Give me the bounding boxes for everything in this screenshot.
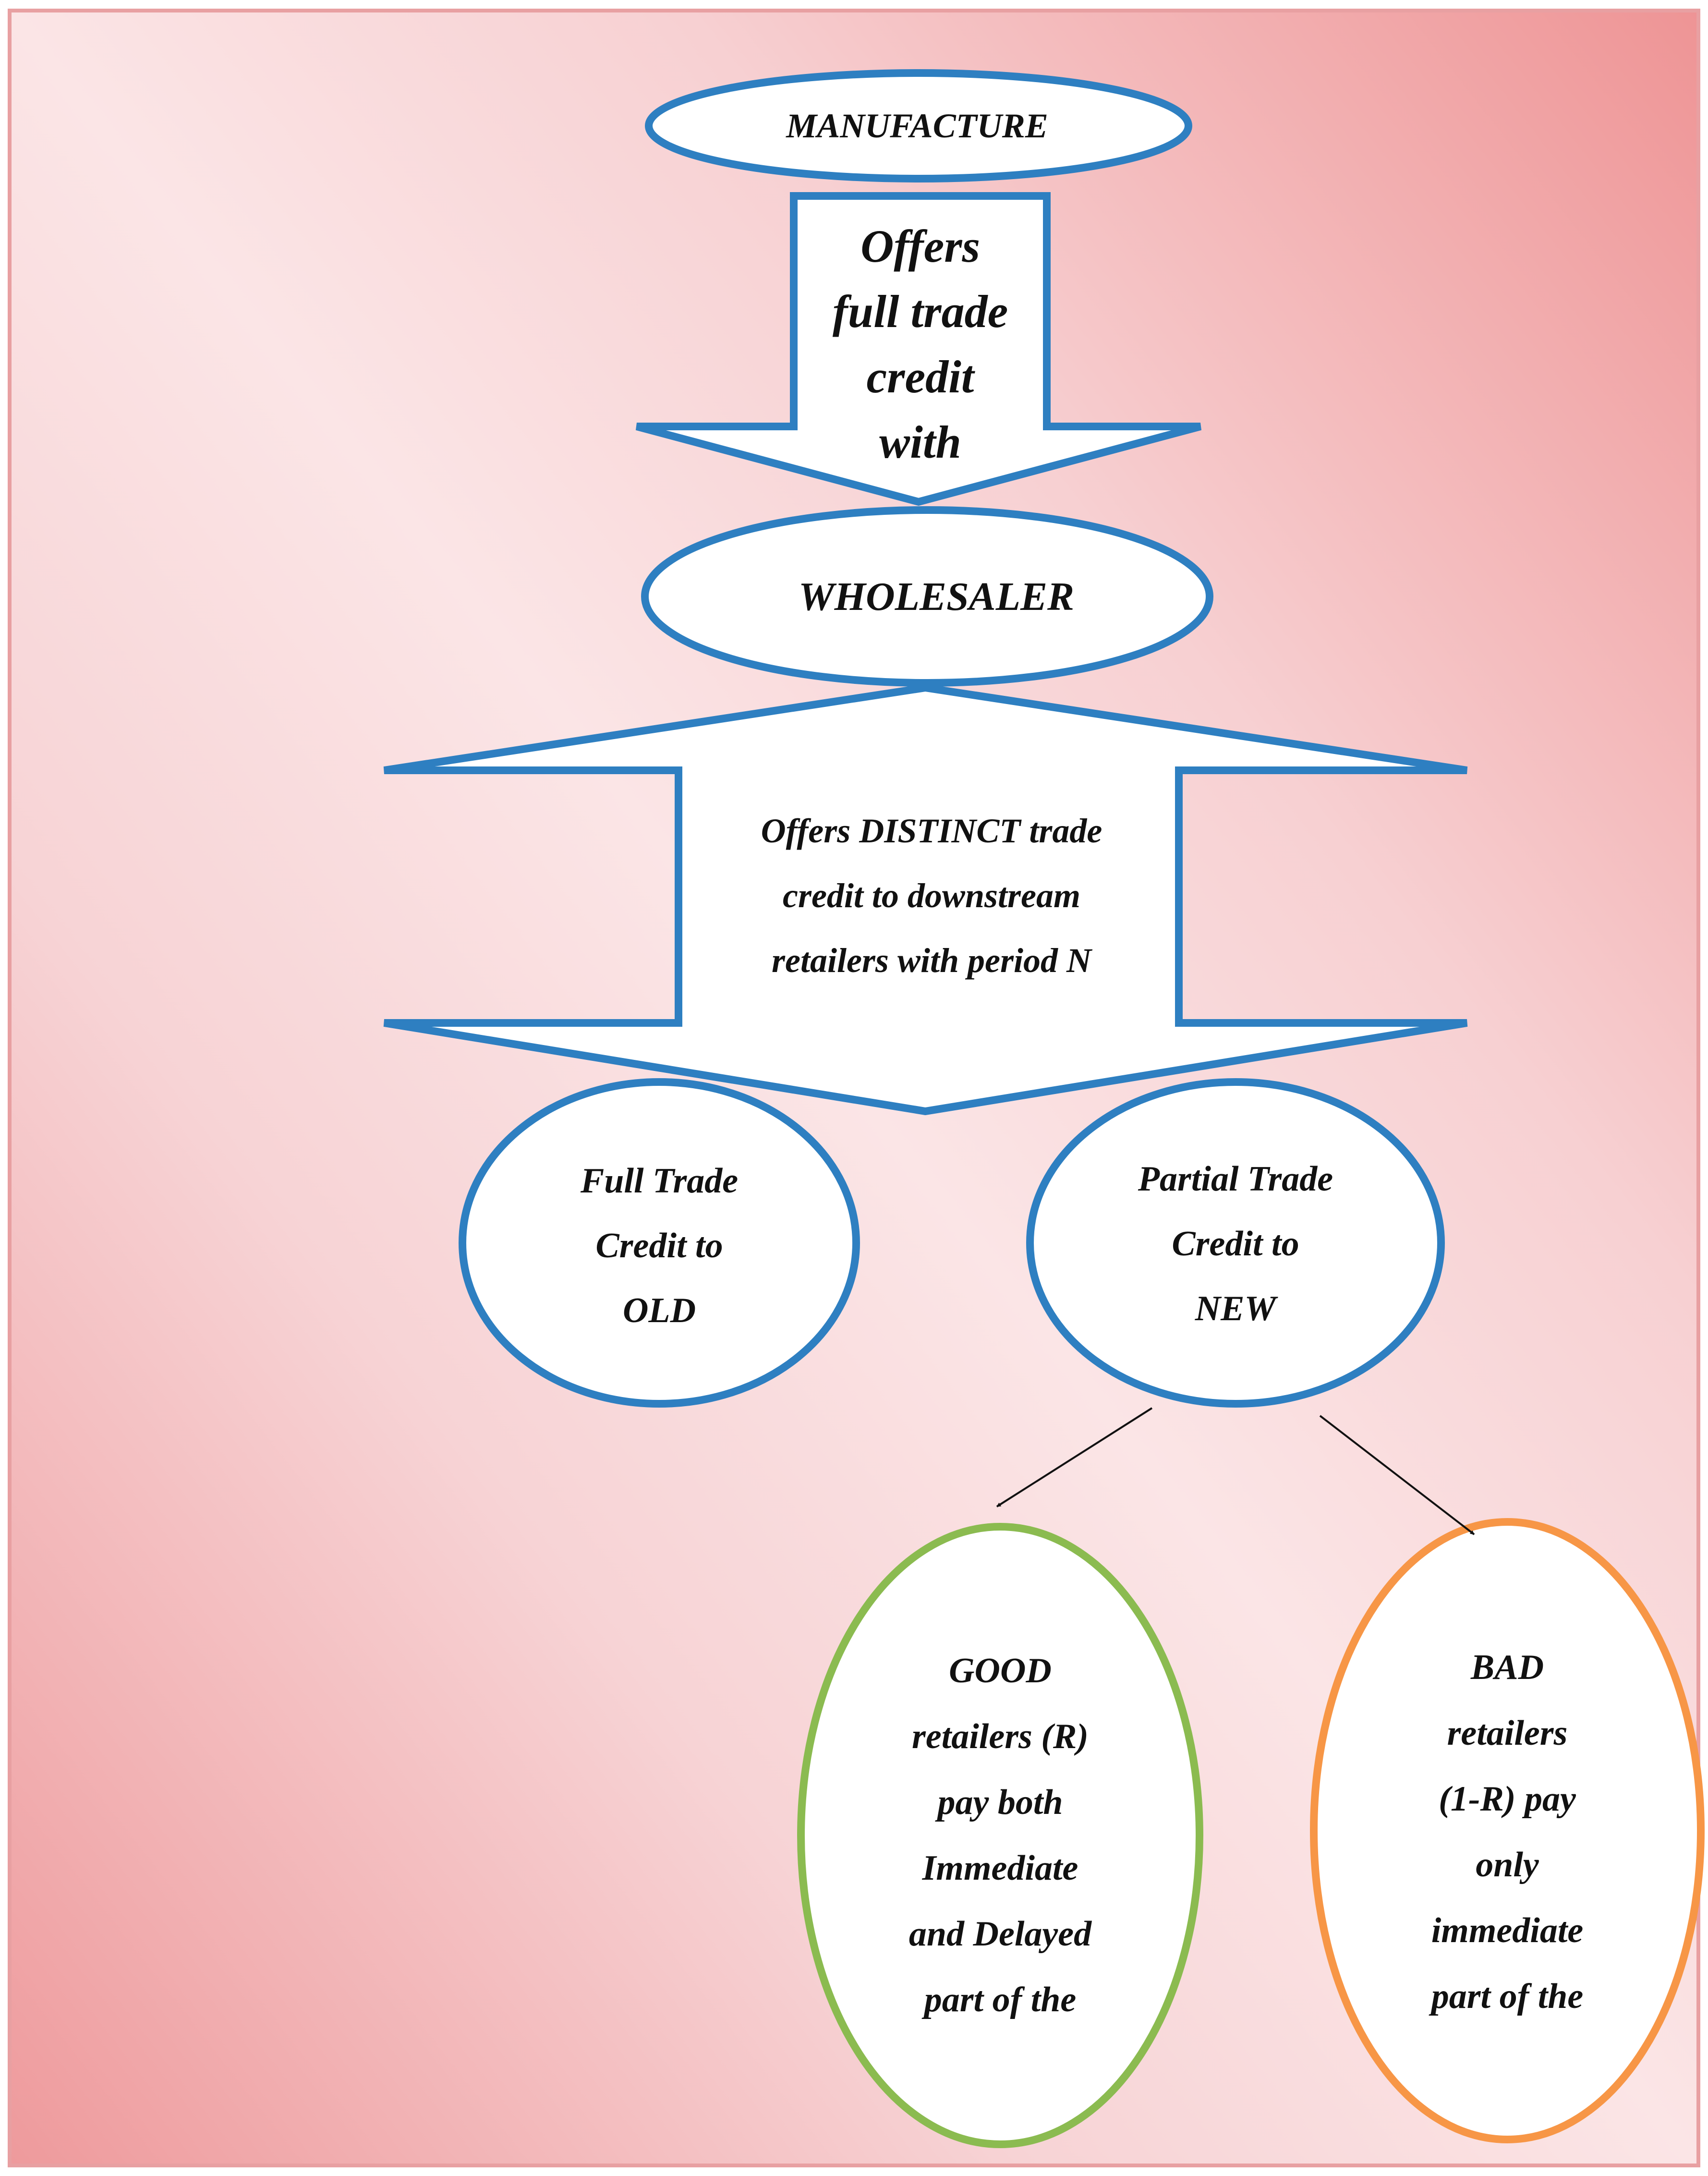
manufacture-label: MANUFACTURE [653, 97, 1181, 155]
offers-distinct-line-2: credit to downstream [782, 876, 1080, 915]
full-old-node-shape [459, 1078, 860, 1408]
bad-retailers-node-shape [1310, 1518, 1705, 2143]
manufacture-node-shape [645, 69, 1192, 182]
full-old-line-2: Credit to [595, 1226, 723, 1265]
distinct-arrow-shape [383, 683, 1468, 1116]
bad-line-2: retailers [1447, 1714, 1568, 1753]
offers-full-line-1: Offers [860, 220, 980, 272]
offers-full-line-3: credit [866, 351, 974, 402]
offers-full-label: Offers full trade credit with [798, 214, 1043, 459]
wholesaler-label: WHOLESALER [672, 565, 1200, 628]
partial-new-node-shape [1026, 1078, 1445, 1408]
bad-line-3: (1-R) pay [1439, 1779, 1576, 1819]
connector-to-bad [1319, 1415, 1475, 1535]
bad-line-5: immediate [1431, 1911, 1584, 1950]
offers-distinct-label: Offers DISTINCT trade credit to downstre… [691, 800, 1172, 992]
offers-distinct-line-3: retailers with period N [771, 941, 1092, 980]
good-retailers-node-shape [797, 1523, 1203, 2148]
full-old-label: Full Trade Credit to OLD [515, 1147, 803, 1344]
good-line-2: retailers (R) [912, 1717, 1089, 1756]
bad-line-6: part of the [1431, 1977, 1584, 2016]
good-line-3: pay both [937, 1783, 1063, 1822]
good-line-1: GOOD [949, 1651, 1052, 1690]
offers-full-line-4: with [879, 416, 961, 459]
good-line-5: and Delayed [909, 1914, 1092, 1954]
bad-line-1: BAD [1470, 1648, 1544, 1687]
full-old-line-1: Full Trade [580, 1161, 739, 1201]
full-old-line-3: OLD [622, 1290, 696, 1330]
bad-retailers-label: BAD retailers (1-R) pay only immediate p… [1380, 1635, 1635, 2029]
offers-distinct-line-1: Offers DISTINCT trade [761, 811, 1102, 850]
good-line-4: Immediate [922, 1848, 1078, 1888]
manufacture-text: MANUFACTURE [786, 106, 1048, 145]
wholesaler-text: WHOLESALER [798, 574, 1075, 619]
offers-full-line-2: full trade [832, 286, 1008, 337]
wholesaler-node-shape [641, 506, 1213, 687]
connector-to-good [996, 1407, 1153, 1507]
bad-line-4: only [1476, 1845, 1539, 1884]
down-arrow-shape [635, 192, 1202, 506]
partial-new-line-3: NEW [1195, 1289, 1276, 1328]
good-retailers-label: GOOD retailers (R) pay both Immediate an… [868, 1639, 1132, 2032]
partial-new-line-2: Credit to [1172, 1224, 1299, 1264]
good-line-6: part of the [924, 1980, 1077, 2019]
partial-new-label: Partial Trade Credit to NEW [1082, 1145, 1389, 1342]
partial-new-line-1: Partial Trade [1138, 1159, 1333, 1199]
